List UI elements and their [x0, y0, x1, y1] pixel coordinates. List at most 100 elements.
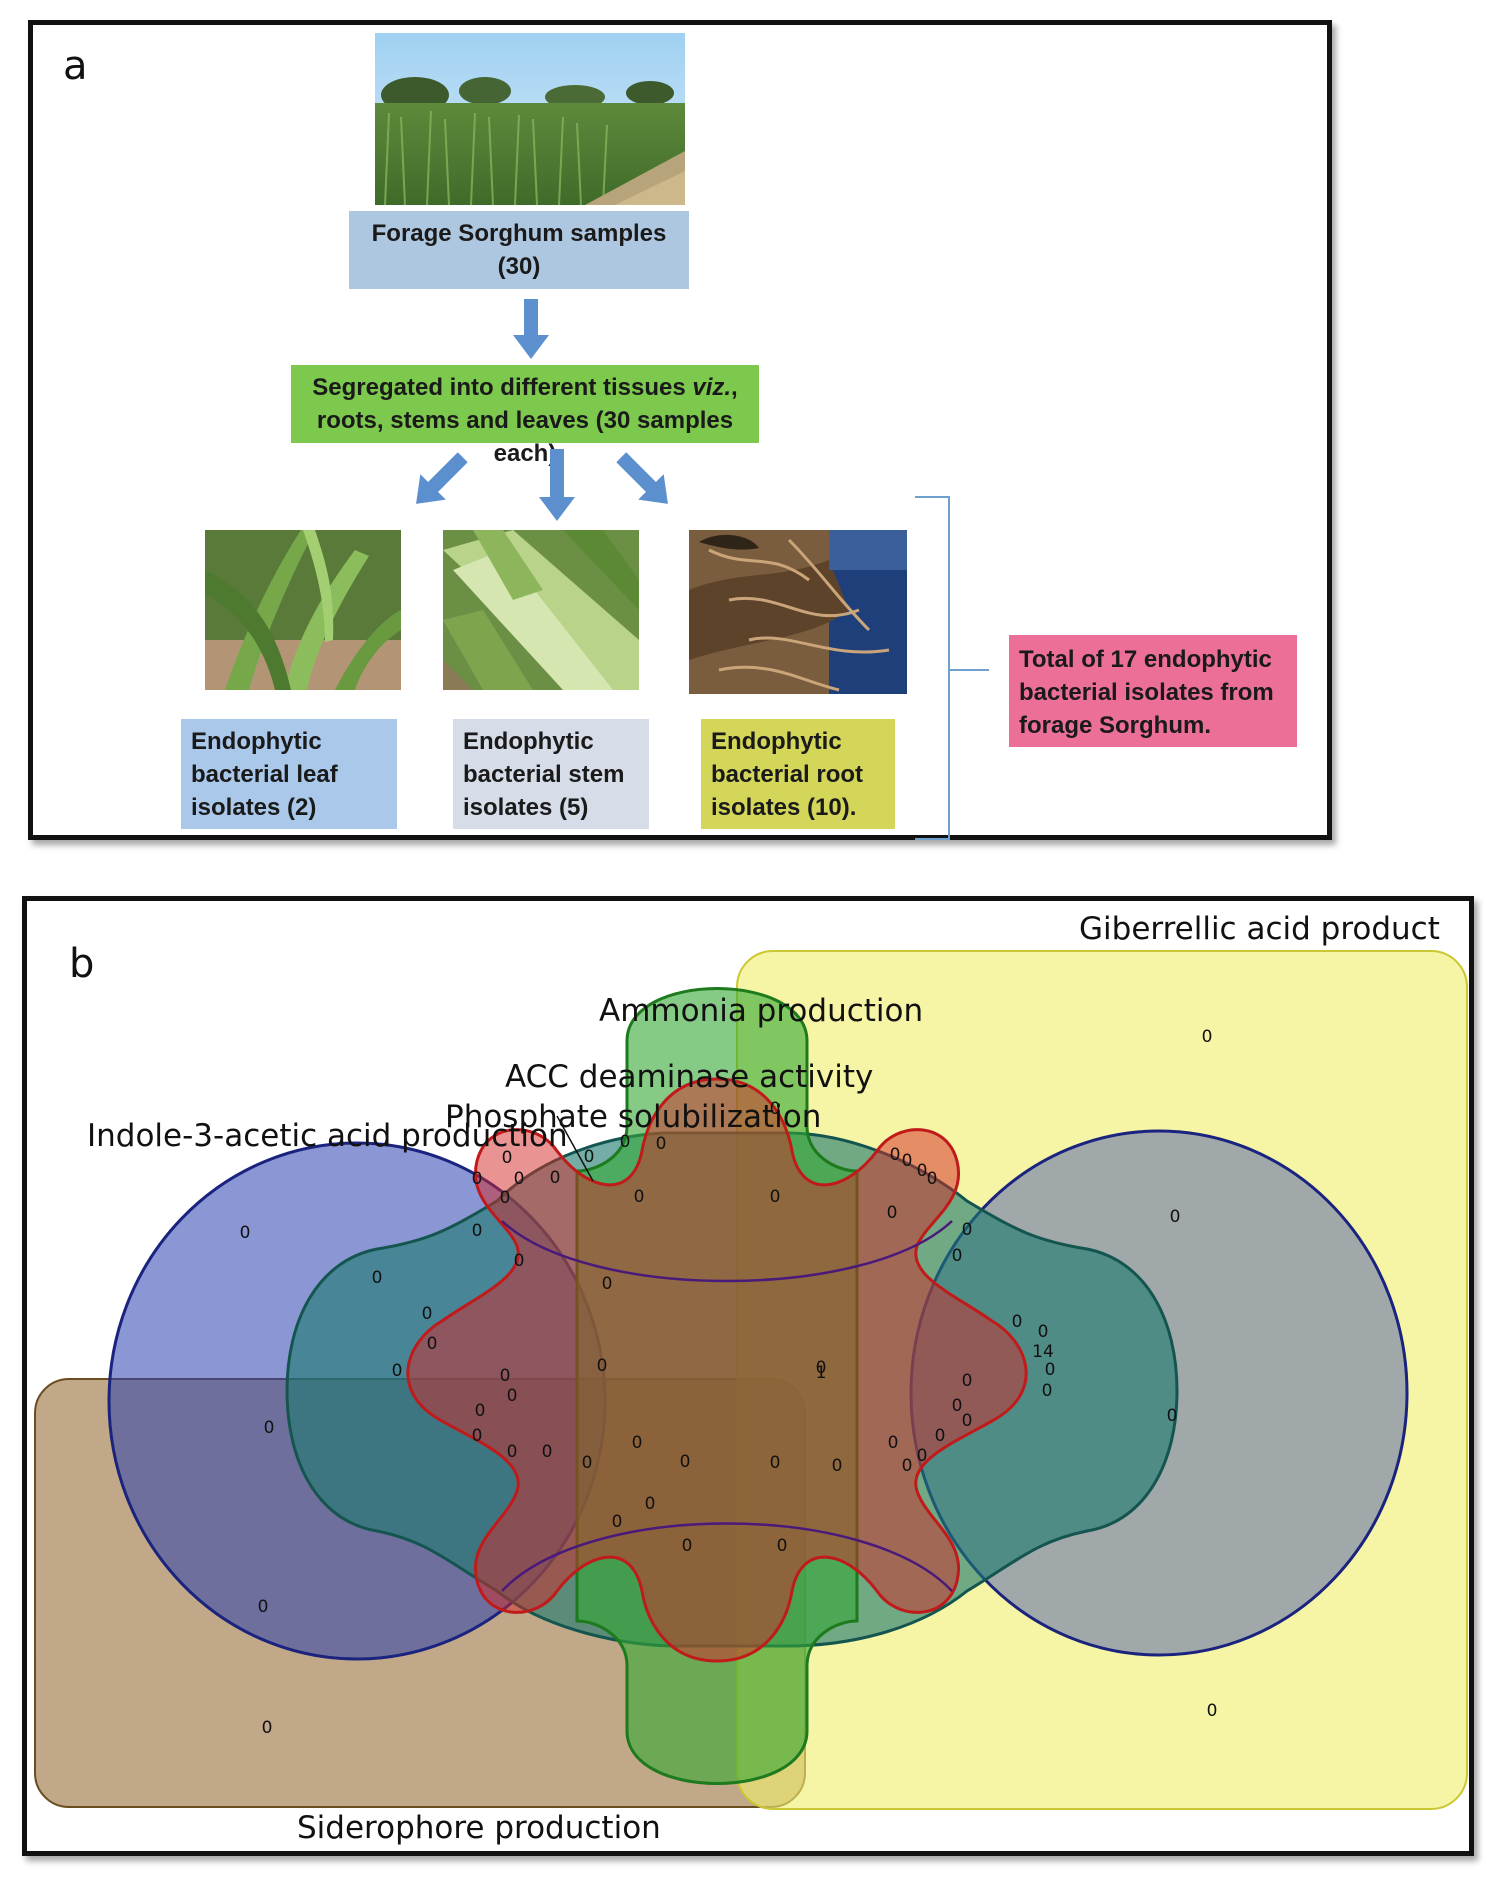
arrow-down-icon — [513, 299, 549, 359]
region-count: 0 — [887, 1203, 898, 1223]
region-count: 0 — [682, 1536, 693, 1556]
total-isolates-box: Total of 17 endophytic bacterial isolate… — [1009, 635, 1297, 747]
region-count: 0 — [1012, 1312, 1023, 1332]
region-count: 0 — [770, 1099, 781, 1119]
region-count: 0 — [422, 1304, 433, 1324]
region-count: 0 — [645, 1494, 656, 1514]
region-count: 0 — [962, 1411, 973, 1431]
segregated-box-line1: Segregated into different tissues viz., — [312, 374, 738, 401]
leaf-box-line2: bacterial leaf — [191, 761, 338, 788]
siderophore-label: Siderophore production — [297, 1810, 661, 1846]
region-count: 0 — [770, 1453, 781, 1473]
stem-isolates-box: Endophytic bacterial stem isolates (5) — [453, 719, 649, 829]
region-count: 0 — [472, 1426, 483, 1446]
region-count: 0 — [258, 1597, 269, 1617]
region-count: 0 — [1042, 1381, 1053, 1401]
ammonia-label: Ammonia production — [599, 993, 923, 1029]
grouping-bracket — [915, 496, 989, 840]
stem-box-line2: bacterial stem — [463, 761, 625, 788]
root-photo — [689, 530, 907, 694]
purple-arc-bottom — [501, 1522, 953, 1592]
region-count: 0 — [582, 1453, 593, 1473]
region-count: 0 — [902, 1456, 913, 1476]
region-count: 0 — [1167, 1406, 1178, 1426]
venn-diagram: Giberrellic acid product Ammonia product… — [34, 911, 1468, 1846]
region-count: 0 — [372, 1268, 383, 1288]
region-count: 0 — [514, 1169, 525, 1189]
region-count: 0 — [475, 1401, 486, 1421]
total-box-line3: forage Sorghum. — [1019, 712, 1212, 739]
leaf-isolates-box: Endophytic bacterial leaf isolates (2) — [181, 719, 397, 829]
root-box-line2: bacterial root — [711, 761, 864, 788]
root-box-line3: isolates (10). — [711, 794, 857, 821]
region-count: 0 — [816, 1358, 827, 1378]
region-count: 0 — [1170, 1207, 1181, 1227]
arrow-left-down-icon — [416, 452, 468, 504]
leaf-box-line3: isolates (2) — [191, 794, 317, 821]
panel-a-flowchart: a — [28, 20, 1332, 840]
region-count: 0 — [472, 1221, 483, 1241]
acc-label: ACC deaminase activity — [505, 1059, 873, 1095]
region-count: 0 — [550, 1168, 561, 1188]
region-count: 0 — [427, 1334, 438, 1354]
pointer-line — [556, 1115, 594, 1182]
segregated-box: Segregated into different tissues viz., … — [291, 365, 759, 467]
leaf-photo — [205, 530, 401, 690]
panel-b-label: b — [69, 941, 95, 987]
region-count: 0 — [770, 1187, 781, 1207]
stem-box-line3: isolates (5) — [463, 794, 589, 821]
region-count: 0 — [507, 1442, 518, 1462]
region-count: 14 — [1032, 1342, 1054, 1362]
root-isolates-box: Endophytic bacterial root isolates (10). — [701, 719, 895, 829]
region-count: 0 — [500, 1188, 511, 1208]
region-count: 0 — [890, 1145, 901, 1165]
region-count: 0 — [917, 1161, 928, 1181]
region-count: 0 — [888, 1433, 899, 1453]
region-count: 0 — [500, 1366, 511, 1386]
region-count: 0 — [832, 1456, 843, 1476]
giberrellic-label: Giberrellic acid product — [1079, 911, 1440, 947]
region-count: 0 — [952, 1246, 963, 1266]
region-count: 0 — [542, 1442, 553, 1462]
region-count: 0 — [262, 1718, 273, 1738]
region-count: 0 — [392, 1361, 403, 1381]
region-count: 0 — [952, 1396, 963, 1416]
segregated-box-line2: roots, stems and leaves (30 samples each… — [316, 407, 734, 467]
region-count: 0 — [472, 1169, 483, 1189]
region-count: 0 — [935, 1426, 946, 1446]
region-count: 0 — [502, 1148, 513, 1168]
region-count: 0 — [507, 1386, 518, 1406]
purple-arc-top — [501, 1220, 953, 1283]
samples-box: Forage Sorghum samples (30) — [349, 211, 689, 289]
region-count: 0 — [584, 1147, 595, 1167]
region-count: 0 — [962, 1220, 973, 1240]
total-box-line1: Total of 17 endophytic — [1019, 646, 1272, 673]
region-count: 0 — [1038, 1322, 1049, 1342]
region-count: 0 — [927, 1169, 938, 1189]
region-count: 0 — [902, 1151, 913, 1171]
region-count: 0 — [656, 1134, 667, 1154]
acc-set — [406, 1077, 1028, 1663]
phosphate-label: Phosphate solubilization — [445, 1099, 821, 1135]
panel-a-label: a — [63, 43, 88, 89]
region-count: 0 — [680, 1452, 691, 1472]
arrow-down-icon — [539, 449, 575, 521]
stem-box-line1: Endophytic — [463, 728, 594, 755]
region-count: 0 — [1202, 1027, 1213, 1047]
leaf-box-line1: Endophytic — [191, 728, 322, 755]
panel-b-venn: b Giberrellic acid product Ammonia produ… — [22, 896, 1474, 1856]
root-box-line1: Endophytic — [711, 728, 842, 755]
stem-photo — [443, 530, 639, 690]
region-count: 0 — [612, 1512, 623, 1532]
region-count: 0 — [962, 1371, 973, 1391]
region-count: 0 — [632, 1433, 643, 1453]
sorghum-field-photo — [375, 33, 685, 205]
region-count: 0 — [1207, 1701, 1218, 1721]
region-count: 0 — [777, 1536, 788, 1556]
region-count: 0 — [240, 1223, 251, 1243]
region-count: 1 — [816, 1363, 827, 1383]
indole-label: Indole-3-acetic acid production — [87, 1118, 568, 1154]
region-count: 0 — [620, 1132, 631, 1152]
region-count: 0 — [602, 1274, 613, 1294]
